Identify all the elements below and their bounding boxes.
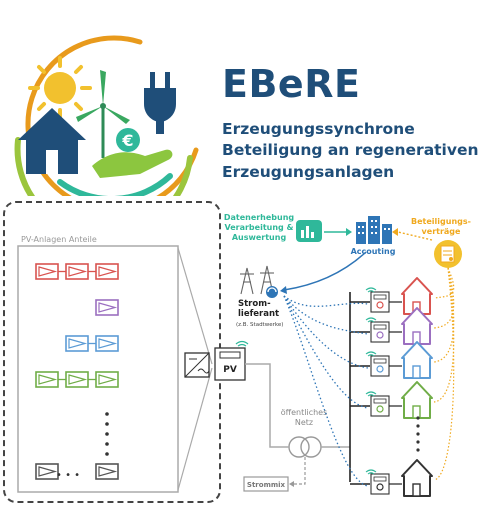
smart-meter-icon: [370, 291, 390, 313]
smart-meter-icon: [370, 321, 390, 343]
accounting-building-icon: [356, 216, 392, 244]
strommix-box: Strommix: [243, 476, 289, 492]
inverter-icon: [184, 352, 210, 378]
subtitle-line-1: Erzeugungssynchrone: [222, 120, 415, 138]
contract-dotted-line: [433, 267, 455, 403]
consumer-house-icon: [401, 341, 433, 379]
grid-transformer-icon: [288, 436, 322, 458]
svg-text:€: €: [121, 131, 133, 150]
euro-icon: €: [116, 128, 140, 152]
pv-wifi-icon: [235, 340, 249, 347]
ebere-diagram: PV-Anlagen Anteile • • • PV Datener: [3, 201, 471, 503]
pv-module: [65, 371, 89, 388]
consumer-house-icon: [401, 307, 433, 345]
arrow-accounting-to-supplier: [280, 251, 367, 294]
pv-vertical-dots: [105, 412, 109, 456]
consumer-row: [283, 267, 455, 315]
app-title: EBeRE: [222, 62, 361, 106]
meter-wifi-icon: [365, 287, 377, 293]
header: € EBeRE Erzeugungssynchrone Beteiligung …: [0, 0, 480, 196]
data-analysis-icon: [296, 220, 322, 242]
grid-label-2: Netz: [295, 418, 313, 427]
arrow-data-to-accounting: [324, 228, 352, 236]
meter-wifi-icon: [365, 351, 377, 357]
pv-module: [95, 299, 119, 316]
consumer-vertical-dots: [416, 416, 420, 452]
pv-group-label: PV-Anlagen Anteile: [21, 235, 97, 244]
pv-meter-label: PV: [223, 365, 237, 375]
consumer-row: [283, 267, 455, 345]
sun-icon: [28, 56, 92, 120]
pv-module: [95, 263, 119, 280]
pv-horizontal-dots: • • •: [56, 470, 80, 481]
pv-module: [95, 371, 119, 388]
consumer-row: [283, 267, 455, 379]
house-icon: [18, 108, 86, 174]
data-label-1: Datenerhebung: [224, 213, 295, 222]
supplier-logo-icon: [266, 286, 278, 298]
strommix-label: Strommix: [247, 481, 286, 489]
data-label-2: Verarbeitung &: [224, 223, 293, 232]
pv-to-grid-line: [245, 363, 289, 448]
pv-group-box: [17, 245, 179, 493]
contracts-label-1: Beteiligungs-: [411, 217, 471, 226]
contract-document-icon: [434, 240, 462, 268]
supplier-note: (z.B. Stadtwerke): [236, 322, 283, 328]
supply-dotted-line: [283, 295, 369, 307]
ebere-logo: €: [14, 35, 199, 196]
consumer-rows: [283, 267, 455, 497]
pv-meter: PV: [214, 347, 246, 381]
pv-module: [35, 371, 59, 388]
consumer-row: [283, 267, 455, 419]
consumer-row: [283, 267, 455, 497]
contract-dotted-line: [433, 267, 455, 329]
contract-dotted-line: [433, 267, 455, 363]
supply-dotted-line: [283, 295, 369, 487]
pv-dashed-frame: [3, 201, 221, 503]
consumer-house-icon: [401, 381, 433, 419]
smart-meter-icon: [370, 395, 390, 417]
pv-rows: [35, 263, 119, 480]
wind-turbine-icon: [76, 70, 130, 158]
pv-funnel: [177, 247, 213, 491]
pv-module: [35, 263, 59, 280]
contracts-label-2: verträge: [422, 227, 461, 236]
meter-wifi-icon: [365, 469, 377, 475]
pv-module: [95, 463, 119, 480]
smart-meter-icon: [370, 473, 390, 495]
accounting-label: Accouting: [351, 247, 396, 256]
supplier-label-2: lieferant: [238, 309, 279, 319]
supplier-label-1: Strom-: [238, 299, 271, 309]
supply-dotted-line: [283, 295, 369, 409]
subtitle-line-3: Erzeugungsanlagen: [222, 163, 395, 181]
pv-module: [65, 263, 89, 280]
supply-dotted-line: [283, 295, 369, 369]
pv-module: [95, 335, 119, 352]
arrow-contracts-to-accounting: [392, 228, 433, 241]
accounting-building-windows: [358, 220, 390, 234]
pv-module: [65, 335, 89, 352]
meter-wifi-icon: [365, 391, 377, 397]
subtitle-line-2: Beteiligung an regenerativen: [222, 141, 479, 159]
data-label-3: Auswertung: [232, 233, 287, 242]
plug-icon: [144, 72, 176, 134]
grid-label-1: öffentliches: [281, 408, 328, 417]
power-tower-icon: [240, 265, 274, 295]
consumer-house-icon: [401, 459, 433, 497]
meter-wifi-icon: [365, 317, 377, 323]
hand-icon: [92, 149, 173, 178]
strommix-arrow: [289, 457, 306, 487]
smart-meter-icon: [370, 355, 390, 377]
pv-module: [35, 463, 59, 480]
